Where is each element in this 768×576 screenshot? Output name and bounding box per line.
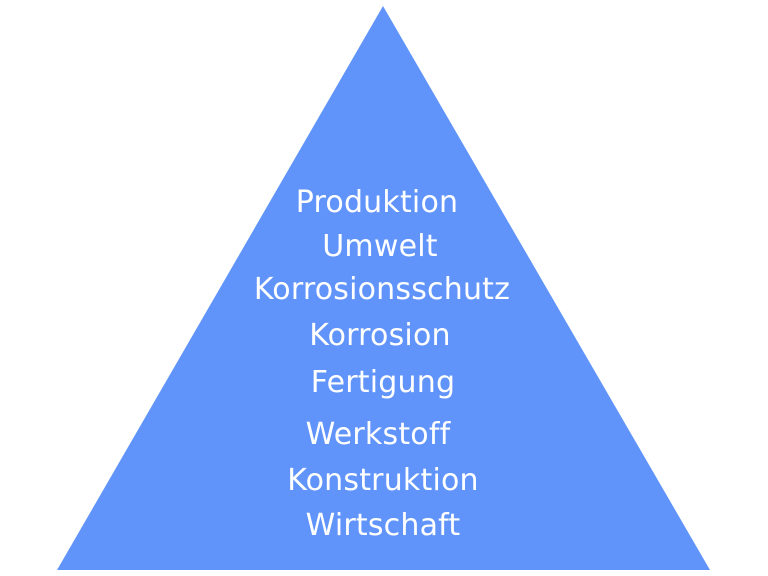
pyramid-label-korrosionsschutz: Korrosionsschutz	[253, 272, 511, 307]
pyramid-label-korrosion: Korrosion	[309, 318, 451, 353]
pyramid-label-konstruktion: Konstruktion	[287, 463, 479, 498]
pyramid-label-wirtschaft: Wirtschaft	[305, 508, 461, 543]
pyramid-label-produktion: Produktion	[295, 185, 459, 220]
pyramid-triangle	[57, 6, 710, 570]
pyramid-label-umwelt: Umwelt	[322, 229, 438, 264]
pyramid-label-werkstoff: Werkstoff	[305, 417, 451, 452]
pyramid-label-fertigung: Fertigung	[310, 365, 456, 400]
